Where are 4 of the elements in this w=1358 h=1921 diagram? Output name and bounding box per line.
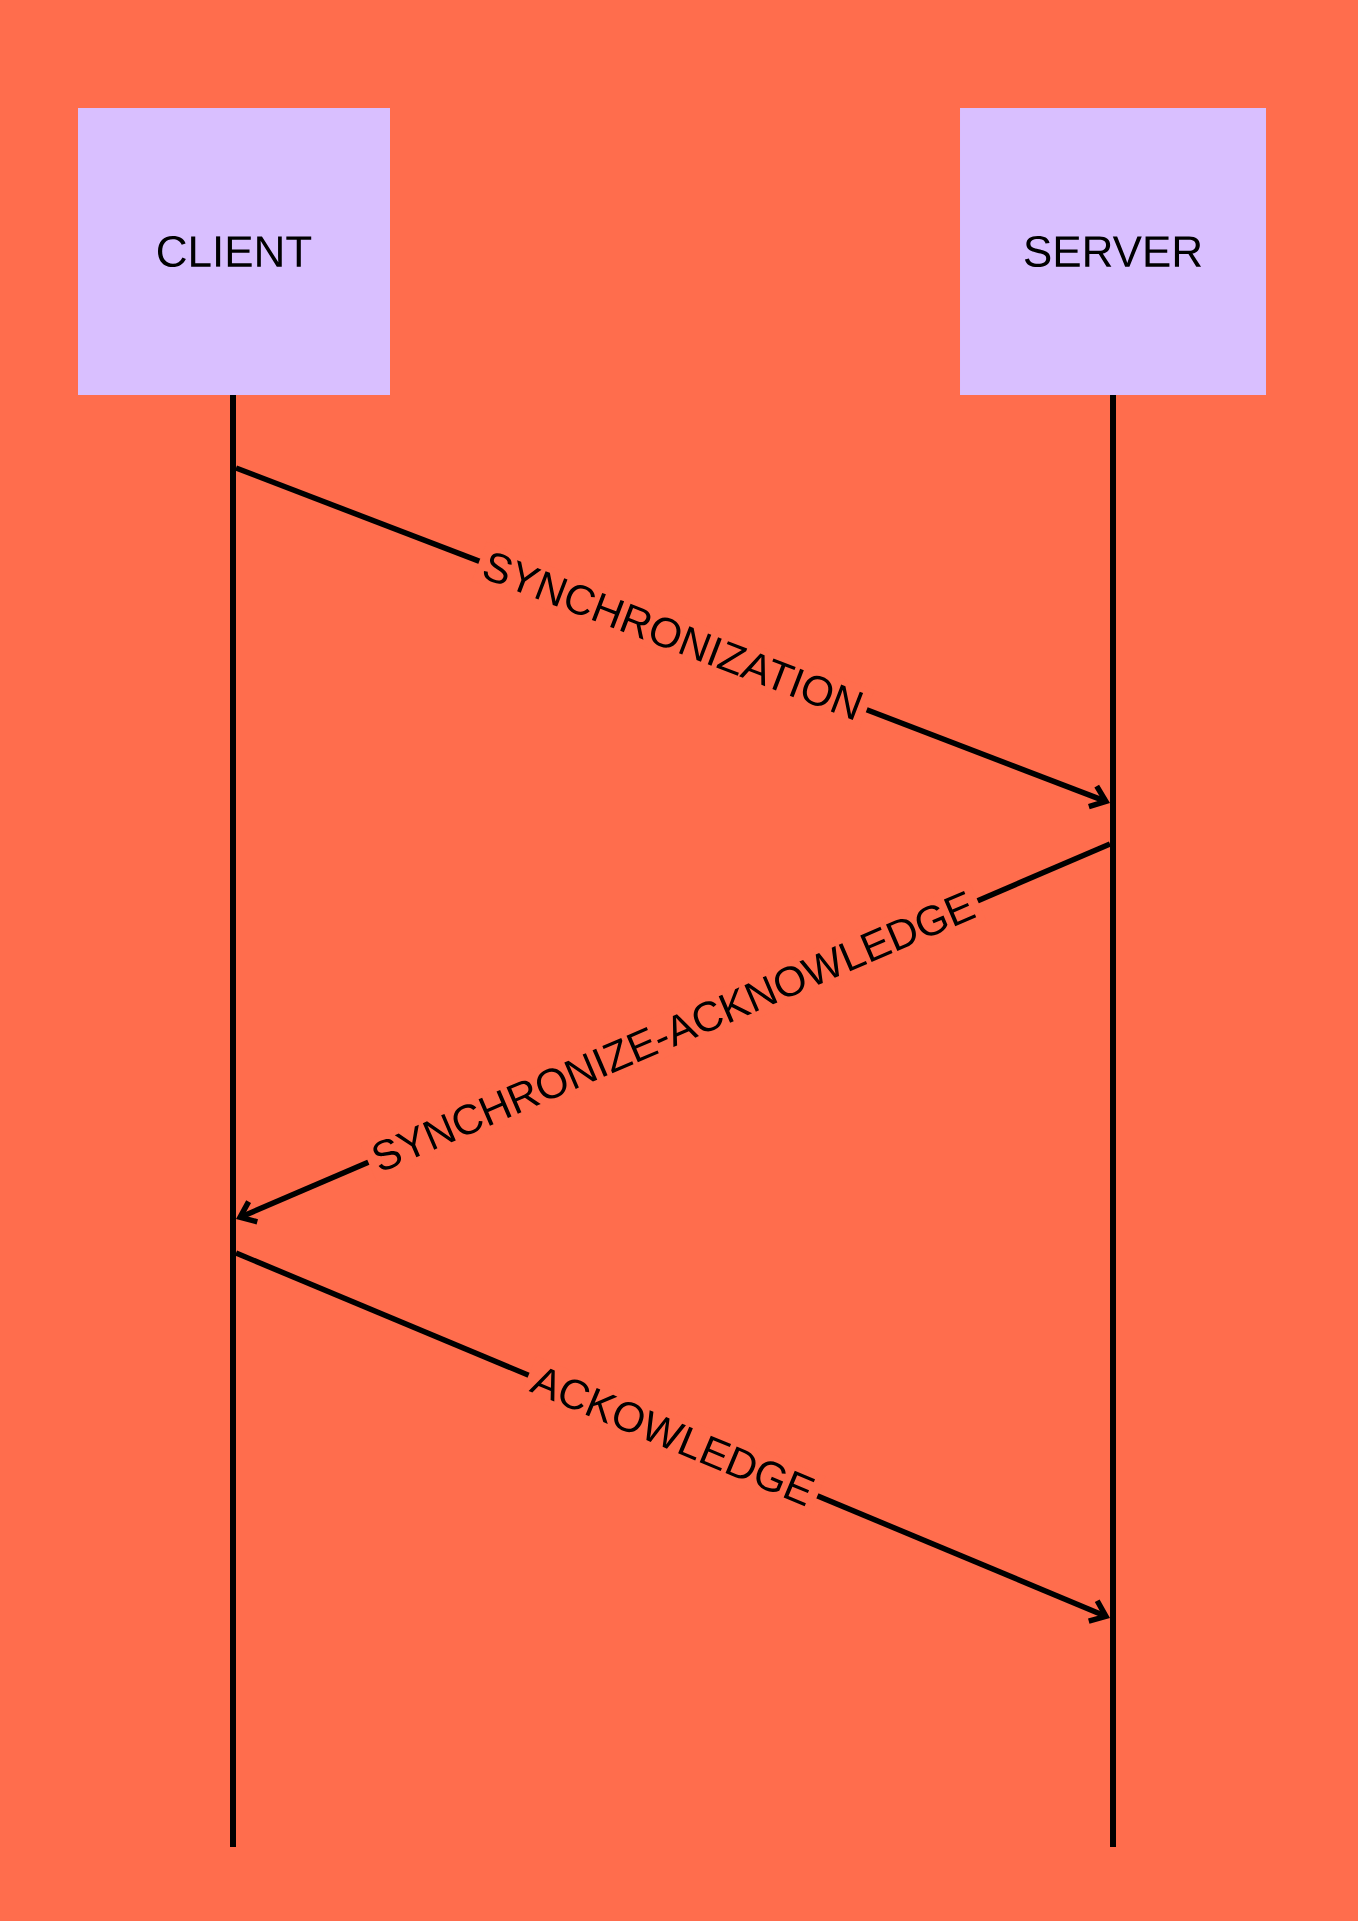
participant-box: CLIENT bbox=[78, 108, 390, 395]
lifeline bbox=[230, 395, 236, 1847]
participant-box: SERVER bbox=[960, 108, 1266, 395]
lifeline bbox=[1110, 395, 1116, 1847]
